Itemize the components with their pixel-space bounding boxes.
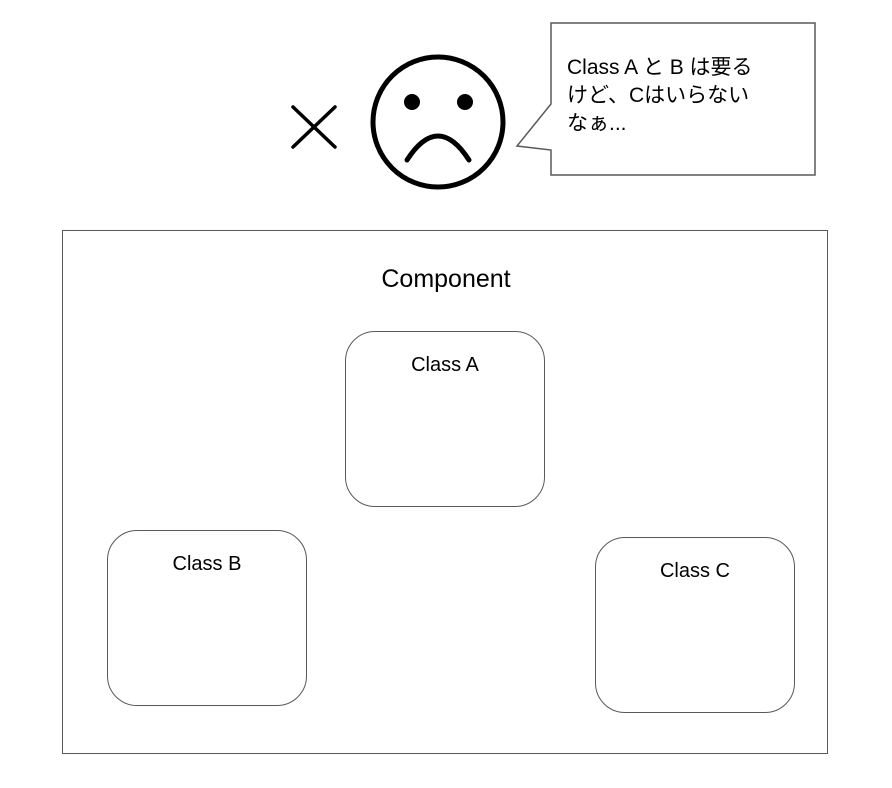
class-a-box: Class A	[345, 331, 545, 507]
cross-icon	[291, 105, 337, 149]
sad-face-icon	[370, 54, 506, 190]
class-c-box: Class C	[595, 537, 795, 713]
component-title: Component	[381, 265, 511, 293]
illustration	[291, 22, 816, 190]
speech-bubble-text: Class A と B は要る けど、Cはいらない なぁ...	[567, 56, 753, 135]
class-c-label: Class C	[659, 560, 730, 582]
class-a-label: Class A	[411, 354, 479, 376]
component-box	[62, 230, 828, 754]
speech-bubble	[515, 22, 816, 176]
class-b-box: Class B	[107, 530, 307, 706]
class-b-label: Class B	[172, 553, 242, 575]
